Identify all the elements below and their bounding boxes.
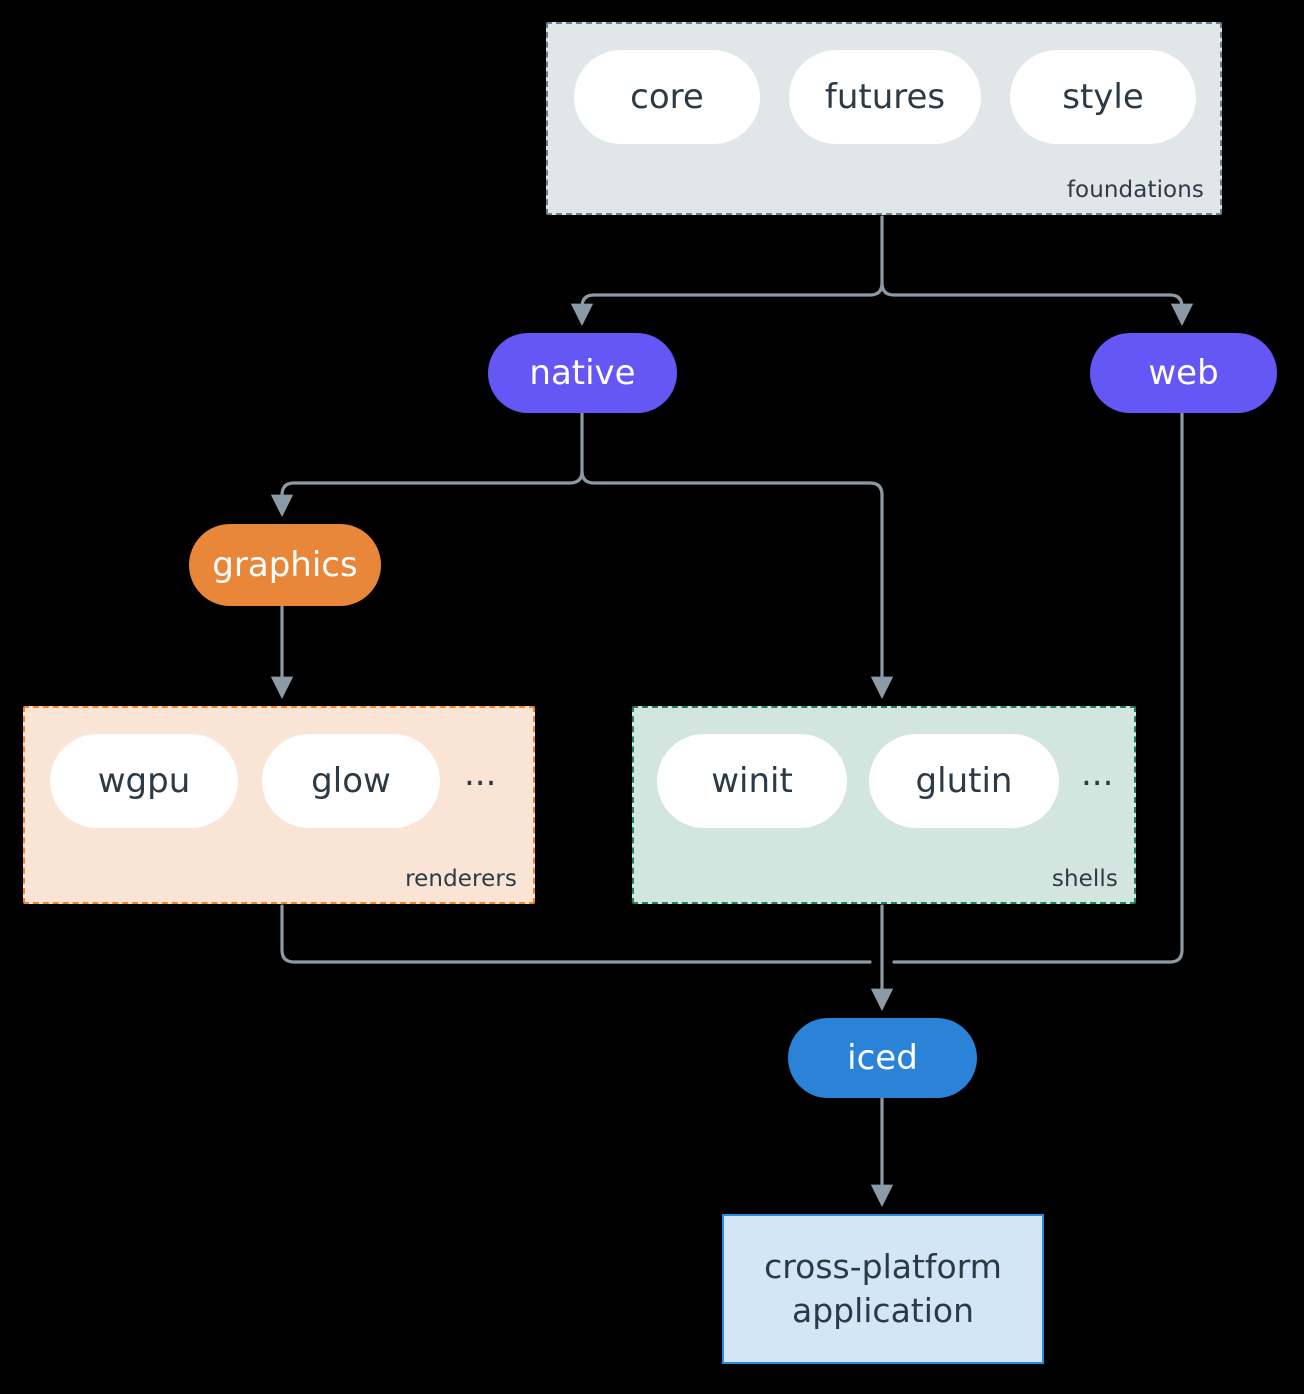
- node-cross-platform-application[interactable]: cross-platform application: [722, 1214, 1044, 1364]
- group-shells: winit glutin ... shells: [632, 706, 1136, 904]
- edge-foundations-to-native: [570, 215, 884, 327]
- pill-winit[interactable]: winit: [657, 734, 847, 828]
- pill-wgpu[interactable]: wgpu: [50, 734, 238, 828]
- pill-style[interactable]: style: [1010, 50, 1196, 144]
- renderers-more-ellipsis: ...: [464, 754, 497, 794]
- foundations-pill-row: core futures style: [574, 50, 1196, 144]
- group-label-foundations: foundations: [1066, 177, 1204, 203]
- node-native[interactable]: native: [488, 333, 677, 413]
- renderers-pill-row: wgpu glow ...: [50, 734, 496, 828]
- node-graphics[interactable]: graphics: [189, 524, 381, 606]
- group-label-shells: shells: [1051, 866, 1118, 892]
- edge-foundations-to-web: [880, 281, 1194, 327]
- edge-native-to-shells: [580, 469, 894, 700]
- application-line-1: cross-platform: [764, 1247, 1002, 1287]
- group-foundations: core futures style foundations: [546, 22, 1222, 215]
- node-web[interactable]: web: [1090, 333, 1277, 413]
- edge-renderers-to-iced: [280, 904, 872, 964]
- pill-glutin[interactable]: glutin: [869, 734, 1059, 828]
- group-label-renderers: renderers: [405, 866, 517, 892]
- shells-pill-row: winit glutin ...: [657, 734, 1113, 828]
- pill-glow[interactable]: glow: [262, 734, 440, 828]
- shells-more-ellipsis: ...: [1081, 754, 1114, 794]
- edge-native-to-graphics: [270, 411, 584, 518]
- application-line-2: application: [791, 1291, 975, 1330]
- node-iced[interactable]: iced: [788, 1018, 977, 1098]
- pill-core[interactable]: core: [574, 50, 760, 144]
- pill-futures[interactable]: futures: [789, 50, 981, 144]
- group-renderers: wgpu glow ... renderers: [23, 706, 535, 904]
